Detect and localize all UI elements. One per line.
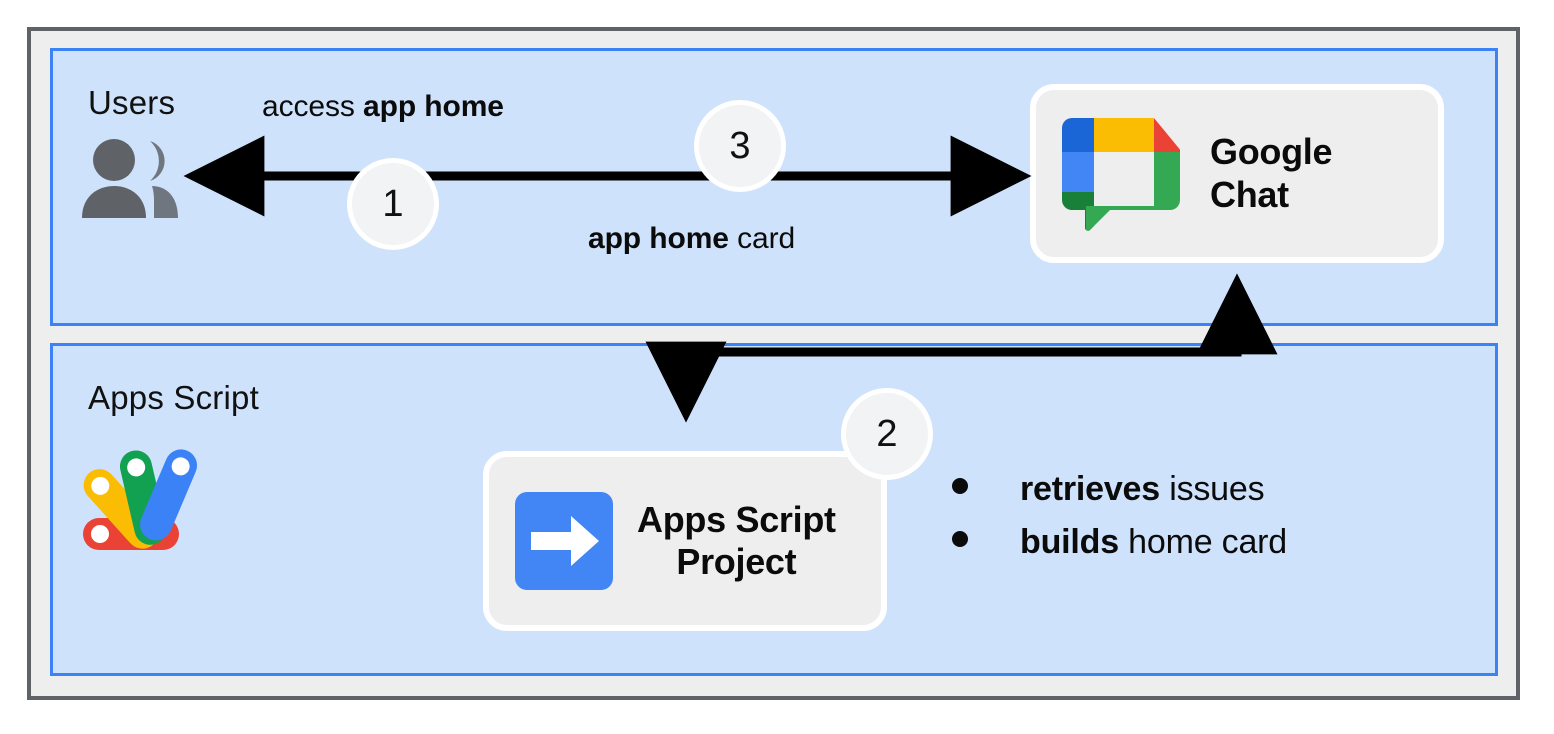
google-chat-icon [1058,110,1186,238]
node-google-chat[interactable]: Google Chat [1030,84,1444,263]
list-item-text: builds home card [1020,523,1287,562]
apps-script-project-label-line2: Project [676,541,797,582]
edge-label-home-card: app home card [588,222,795,256]
people-icon [78,138,184,220]
list-item-bold: retrieves [1020,470,1160,508]
bullet-dot-icon [952,478,968,494]
list-item-rest: home card [1118,523,1288,561]
apps-script-project-label-line1: Apps Script [637,498,836,540]
node-google-chat-label: Google Chat [1210,131,1333,216]
bullet-dot-icon [952,531,968,547]
edge-label-home-card-bold: app home [588,222,729,255]
google-chat-label-line2: Chat [1210,173,1289,215]
list-item: builds home card [952,523,1287,562]
node-apps-script-project[interactable]: Apps Script Project [483,451,887,631]
step-badge-1: 1 [347,158,439,250]
step-badge-2: 2 [841,388,933,480]
apps-script-logo-icon [82,440,214,555]
apps-script-project-icon [515,492,613,590]
google-chat-label-line1: Google [1210,131,1333,173]
edge-label-access-prefix: access [262,90,364,123]
list-item-bold: builds [1020,523,1119,561]
lane-label-users: Users [88,84,176,121]
node-apps-script-project-label: Apps Script Project [637,499,836,584]
list-item-text: retrieves issues [1020,470,1265,509]
list-item-rest: issues [1159,470,1265,508]
lane-label-apps-script: Apps Script [88,379,259,416]
list-item: retrieves issues [952,470,1287,509]
edge-label-home-card-suffix: card [728,222,796,255]
edge-label-access: access app home [262,90,504,124]
step-badge-3: 3 [694,100,786,192]
edge-label-access-bold: app home [363,90,504,123]
apps-script-action-list: retrieves issues builds home card [952,470,1287,576]
